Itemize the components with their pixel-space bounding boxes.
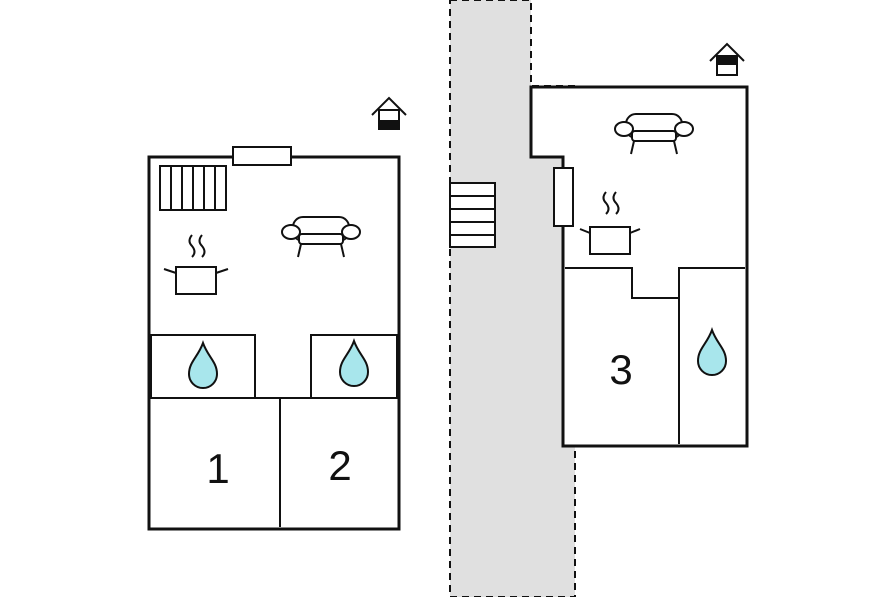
right-unit [529, 85, 749, 448]
cooking-pot-icon [163, 234, 229, 295]
room-label-2: 2 [328, 442, 351, 489]
left-unit [147, 155, 401, 531]
cooking-pot-icon [579, 191, 641, 255]
room-label-1: 1 [206, 445, 229, 492]
room-label-3: 3 [609, 346, 632, 393]
right-interior-wall [565, 267, 745, 299]
sofa-icon [614, 113, 694, 155]
staircase-icon [449, 182, 496, 248]
right-unit-outline [529, 85, 749, 448]
sofa-icon [281, 216, 361, 258]
water-drop-icon [338, 338, 370, 387]
floor-level-icon [371, 96, 407, 130]
window-icon [232, 146, 292, 166]
radiator-icon [159, 165, 227, 211]
window-icon [553, 167, 574, 227]
water-drop-icon [696, 327, 728, 376]
floor-level-icon [709, 42, 745, 76]
water-drop-icon [187, 340, 219, 389]
